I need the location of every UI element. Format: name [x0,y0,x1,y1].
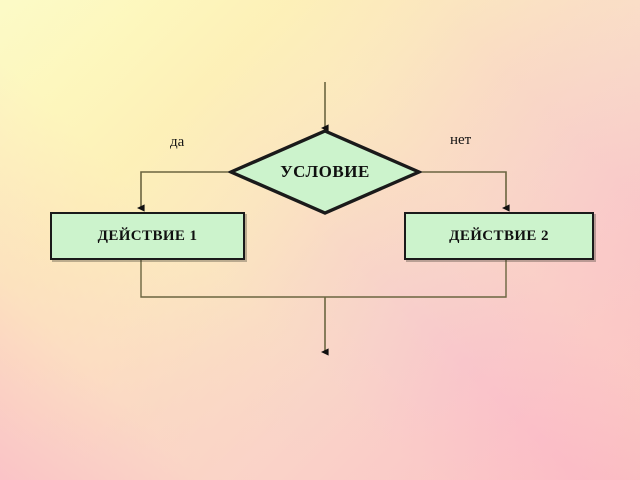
action-box-1-label: ДЕЙСТВИЕ 1 [97,227,198,244]
branch-label-no: нет [450,132,472,148]
action-box-1: ДЕЙСТВИЕ 1 [50,212,245,260]
decision-node: УСЛОВИЕ [228,128,422,216]
action-box-2: ДЕЙСТВИЕ 2 [404,212,594,260]
branch-label-yes: да [170,134,185,150]
decision-label: УСЛОВИЕ [280,162,370,181]
action-box-2-label: ДЕЙСТВИЕ 2 [449,227,549,244]
connector-merge-right [325,260,507,298]
connector-no-branch [422,171,510,212]
diamond-shape [228,129,422,215]
connector-merge-left [140,260,325,298]
connector-yes-branch [136,171,228,212]
